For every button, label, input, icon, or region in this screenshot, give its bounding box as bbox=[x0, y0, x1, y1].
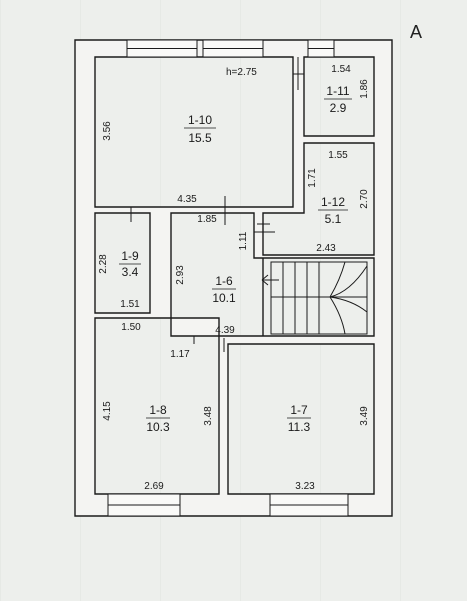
room-1-9: 1-9 3.4 bbox=[119, 249, 141, 279]
room-1-12: 1-12 5.1 bbox=[318, 195, 348, 226]
room-area: 3.4 bbox=[122, 265, 139, 279]
room-area: 11.3 bbox=[288, 420, 311, 434]
windows-bottom bbox=[107, 493, 349, 517]
room-area: 15.5 bbox=[188, 131, 212, 145]
room-1-6: 1-6 10.1 bbox=[212, 274, 236, 305]
room-area: 5.1 bbox=[325, 212, 342, 226]
dim-label: 1.71 bbox=[307, 168, 318, 188]
dim-label: 1.51 bbox=[120, 299, 140, 310]
dim-label: 3.23 bbox=[295, 481, 315, 492]
dim-label: 3.56 bbox=[102, 121, 113, 141]
room-1-10: 1-10 15.5 bbox=[184, 113, 216, 145]
room-id: 1-8 bbox=[149, 403, 167, 417]
dim-label: 1.86 bbox=[359, 79, 370, 99]
dim-label: 1.55 bbox=[328, 150, 348, 161]
door-ticks bbox=[130, 57, 304, 352]
dim-label: 1.54 bbox=[331, 64, 351, 75]
ceiling-height-label: h=2.75 bbox=[226, 67, 257, 78]
dim-label: 2.93 bbox=[175, 265, 186, 285]
room-1-11: 1-11 2.9 bbox=[324, 84, 352, 115]
dim-label: 2.69 bbox=[144, 481, 164, 492]
windows-top bbox=[126, 39, 335, 58]
room-area: 10.1 bbox=[212, 291, 236, 305]
room-area: 2.9 bbox=[330, 101, 347, 115]
dim-label: 1.17 bbox=[170, 349, 190, 360]
room-id: 1-11 bbox=[326, 84, 349, 98]
dim-label: 2.28 bbox=[98, 254, 109, 274]
room-1-8: 1-8 10.3 bbox=[146, 403, 170, 434]
room-1-7: 1-7 11.3 bbox=[287, 403, 311, 434]
dim-label: 1.50 bbox=[121, 322, 141, 333]
dim-label: 2.43 bbox=[316, 243, 336, 254]
outer-wall bbox=[74, 39, 393, 517]
room-id: 1-6 bbox=[215, 274, 233, 288]
dim-label: 3.48 bbox=[203, 406, 214, 426]
room-area: 10.3 bbox=[146, 420, 170, 434]
dim-label: 4.39 bbox=[215, 325, 235, 336]
dim-label: 3.49 bbox=[359, 406, 370, 426]
dim-label: 1.11 bbox=[238, 231, 249, 250]
room-id: 1-7 bbox=[290, 403, 308, 417]
dimension-labels: 3.56 4.35 1.54 1.86 1.55 1.71 2.70 2.43 … bbox=[98, 64, 370, 492]
dim-label: 4.35 bbox=[177, 194, 197, 205]
dim-label: 2.70 bbox=[359, 189, 370, 209]
dim-label: 4.15 bbox=[102, 401, 113, 421]
dim-label: 1.85 bbox=[197, 214, 217, 225]
room-id: 1-9 bbox=[121, 249, 139, 263]
staircase bbox=[261, 261, 368, 335]
sheet-letter: A bbox=[410, 22, 422, 42]
room-id: 1-12 bbox=[321, 195, 345, 209]
room-id: 1-10 bbox=[188, 113, 212, 127]
